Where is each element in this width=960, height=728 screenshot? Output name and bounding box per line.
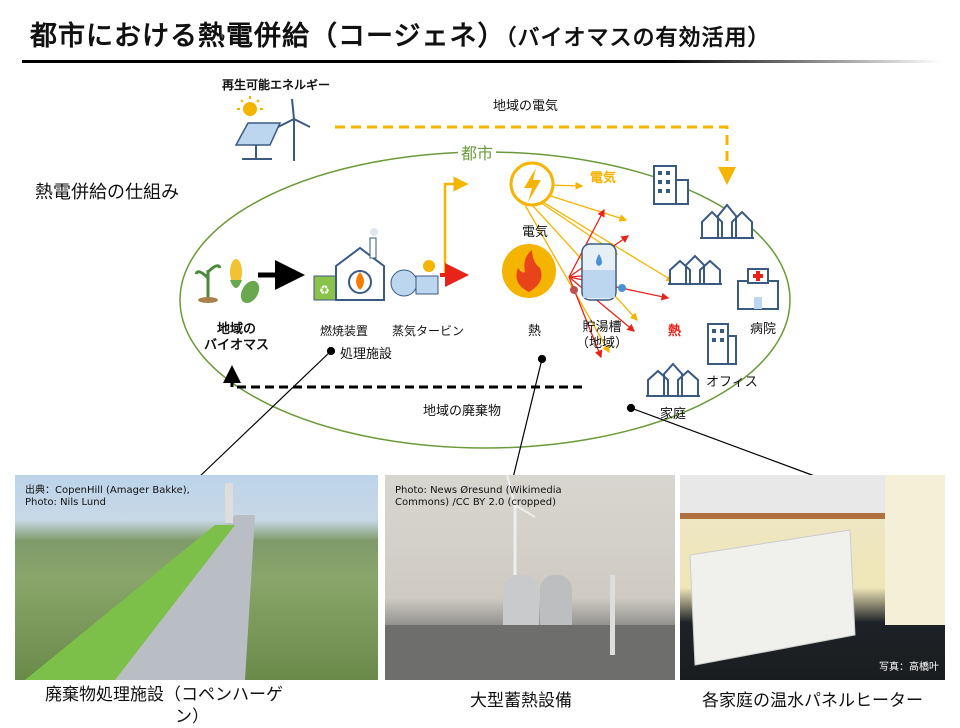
photo-pointer-lines bbox=[197, 346, 821, 479]
flame-icon bbox=[502, 244, 556, 298]
caption-panel-heater: 各家庭の温水パネルヒーター bbox=[702, 691, 923, 711]
caption-waste-facility: 廃棄物処理施設（コペンハーゲン） bbox=[45, 684, 283, 728]
regional-electricity-arrow bbox=[335, 125, 736, 185]
title-sub: （バイオマスの有効活用） bbox=[505, 26, 771, 51]
electricity-arrow-label: 電気 bbox=[590, 171, 617, 186]
turbine-to-electricity-arrow bbox=[440, 176, 469, 277]
combustion-turbine-icon: ♻ bbox=[313, 228, 439, 301]
combustion-label: 燃焼装置 bbox=[320, 324, 369, 338]
home-label: 家庭 bbox=[660, 407, 687, 422]
chp-mechanism-label: 熱電併給の仕組み bbox=[35, 182, 179, 203]
lightning-icon bbox=[509, 161, 555, 207]
solar-wind-icon bbox=[234, 96, 311, 161]
hot-water-tank-icon bbox=[570, 243, 626, 301]
office-label: オフィス bbox=[706, 375, 758, 390]
credit-line: Photo: Nils Lund bbox=[25, 497, 106, 508]
photo-panel-heater: 写真：高橋叶 bbox=[680, 475, 945, 680]
title-underline bbox=[22, 60, 942, 63]
photo-credit: 出典：CopenHill (Amager Bakke),Photo: Nils … bbox=[25, 485, 190, 509]
photo-credit: 写真：高橋叶 bbox=[879, 662, 939, 673]
regional-waste-label: 地域の廃棄物 bbox=[423, 404, 502, 419]
photo-waste-facility: 出典：CopenHill (Amager Bakke),Photo: Nils … bbox=[15, 475, 378, 680]
caption-line: 廃棄物処理施設（コペンハーゲ bbox=[45, 685, 283, 705]
credit-line: Commons) /CC BY 2.0 (cropped) bbox=[395, 497, 557, 508]
title-main: 都市における熱電併給（コージェネ） bbox=[30, 21, 506, 52]
office-building-icon bbox=[707, 323, 737, 365]
svg-text:♻: ♻ bbox=[319, 283, 330, 297]
office-building-icon bbox=[653, 165, 689, 205]
regional-waste-arrow bbox=[223, 365, 582, 389]
tank-label-line1: 貯湯槽 bbox=[582, 320, 622, 335]
biomass-label-line1: 地域の bbox=[217, 322, 257, 337]
city-label: 都市 bbox=[458, 140, 497, 164]
caption-line: ン） bbox=[175, 707, 209, 727]
renewable-energy-label: 再生可能エネルギー bbox=[222, 78, 331, 92]
page-title: 都市における熱電併給（コージェネ）（バイオマスの有効活用） bbox=[30, 14, 770, 53]
heat-arrow-label: 熱 bbox=[668, 324, 682, 339]
processing-facility-label: 処理施設 bbox=[340, 347, 393, 362]
hospital-label: 病院 bbox=[750, 322, 777, 337]
credit-line: 出典：CopenHill (Amager Bakke), bbox=[25, 485, 190, 496]
steam-turbine-label: 蒸気タービン bbox=[392, 324, 465, 338]
home-icon bbox=[646, 362, 700, 397]
houses-icon bbox=[668, 254, 722, 285]
biomass-label-line2: バイオマス bbox=[204, 338, 270, 353]
hospital-icon bbox=[737, 268, 779, 310]
biomass-plant-icon bbox=[194, 259, 260, 304]
regional-electricity-label: 地域の電気 bbox=[493, 99, 559, 114]
biomass-label: 地域のバイオマス bbox=[204, 322, 269, 354]
hot-water-tank-label: 貯湯槽（地域） bbox=[576, 320, 628, 352]
caption-heat-storage: 大型蓄熱設備 bbox=[470, 691, 572, 711]
heat-label: 熱 bbox=[528, 324, 542, 339]
houses-icon bbox=[700, 203, 754, 239]
credit-line: Photo: News Øresund (Wikimedia bbox=[395, 485, 562, 496]
tank-label-line2: （地域） bbox=[576, 336, 629, 351]
electricity-label: 電気 bbox=[522, 225, 549, 240]
